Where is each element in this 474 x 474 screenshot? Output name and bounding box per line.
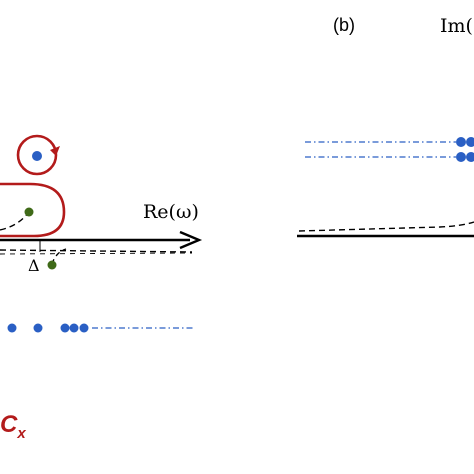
- pole-lower-3: [60, 323, 70, 333]
- pole-b-1: [456, 137, 466, 147]
- branch-point-lower: [47, 260, 57, 270]
- pole-b-4: [466, 152, 474, 162]
- pole-lower-2: [33, 323, 43, 333]
- branch-cut-lower: [0, 249, 193, 253]
- delta-label: Δ: [28, 256, 40, 275]
- contour-label: Cx: [0, 411, 26, 442]
- pole-b-2: [466, 137, 474, 147]
- panel-b-axis-label: Im(: [440, 15, 473, 37]
- contour-arrowhead: [50, 146, 60, 156]
- branch-cut-upper: [0, 212, 29, 231]
- real-axis-arrowhead: [179, 230, 203, 250]
- pole-b-3: [456, 152, 466, 162]
- contour-cx-hairpin: [0, 182, 66, 238]
- pole-isolated: [32, 151, 42, 161]
- real-axis-label: Re(ω): [143, 201, 199, 223]
- branch-cut-lower-2: [0, 252, 193, 255]
- pole-lower-5: [79, 323, 89, 333]
- contour-label-main: C: [0, 411, 18, 438]
- pole-lower-1: [7, 323, 17, 333]
- contour-label-subscript: x: [16, 425, 26, 442]
- branch-cut-b: [298, 221, 474, 232]
- pole-lower-4: [69, 323, 79, 333]
- panel-b-label: (b): [333, 15, 355, 35]
- branch-point-upper: [24, 207, 34, 217]
